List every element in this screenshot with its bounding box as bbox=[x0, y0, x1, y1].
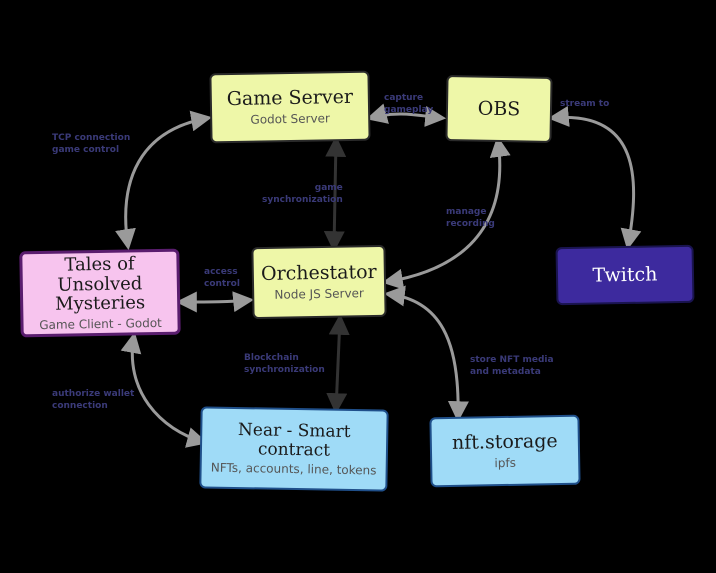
node-game-server: Game Server Godot Server bbox=[209, 70, 371, 144]
edge-gameserver-orchestator bbox=[323, 135, 347, 253]
edge-label-manage-recording: manage recording bbox=[446, 207, 495, 230]
node-twitch: Twitch bbox=[555, 244, 695, 306]
node-near-title: Near - Smart contract bbox=[237, 419, 351, 461]
node-tales-title: Tales of Unsolved Mysteries bbox=[55, 253, 146, 316]
node-orchestator: Orchestator Node JS Server bbox=[251, 244, 387, 320]
node-near-sub: NFTs, accounts, line, tokens bbox=[210, 460, 377, 478]
node-game-server-title: Game Server bbox=[226, 85, 354, 111]
node-nft-storage-title: nft.storage bbox=[451, 430, 558, 454]
edge-label-capture-gameplay: capture gameplay bbox=[384, 93, 434, 116]
edge-label-streams-to: stream to bbox=[560, 99, 610, 109]
node-nft-storage: nft.storage ipfs bbox=[429, 414, 581, 488]
edge-label-blockchain-sync: Blockchain synchronization bbox=[244, 353, 325, 376]
node-tales-sub: Game Client - Godot bbox=[39, 316, 162, 333]
node-obs-title: OBS bbox=[477, 97, 521, 120]
edge-label-authorize-wallet: authorize wallet connection bbox=[52, 389, 135, 412]
edge-gameserver-tales bbox=[115, 110, 213, 251]
edge-tales-near bbox=[120, 331, 209, 448]
edge-label-tcp-connection: TCP connection game control bbox=[52, 133, 131, 156]
node-twitch-title: Twitch bbox=[592, 262, 658, 287]
node-near: Near - Smart contract NFTs, accounts, li… bbox=[199, 406, 389, 492]
node-orchestator-title: Orchestator bbox=[260, 261, 377, 286]
edge-orchestator-near bbox=[326, 313, 350, 415]
edge-obs-twitch bbox=[547, 106, 642, 251]
edge-label-game-sync: game synchronization bbox=[262, 183, 343, 206]
edge-label-store-nft-media: store NFT media and metadata bbox=[470, 355, 554, 378]
edge-label-access-control: access control bbox=[204, 267, 240, 290]
node-nft-storage-sub: ipfs bbox=[494, 455, 517, 471]
node-game-server-sub: Godot Server bbox=[250, 111, 331, 127]
node-obs: OBS bbox=[445, 75, 553, 143]
edge-orchestator-nftstorage bbox=[383, 285, 469, 423]
edge-obs-orchestator bbox=[381, 135, 511, 290]
node-tales: Tales of Unsolved Mysteries Game Client … bbox=[19, 248, 181, 338]
edge-tales-orchestator bbox=[175, 291, 255, 313]
edge-gameserver-obs bbox=[365, 103, 447, 127]
node-orchestator-sub: Node JS Server bbox=[274, 286, 365, 302]
